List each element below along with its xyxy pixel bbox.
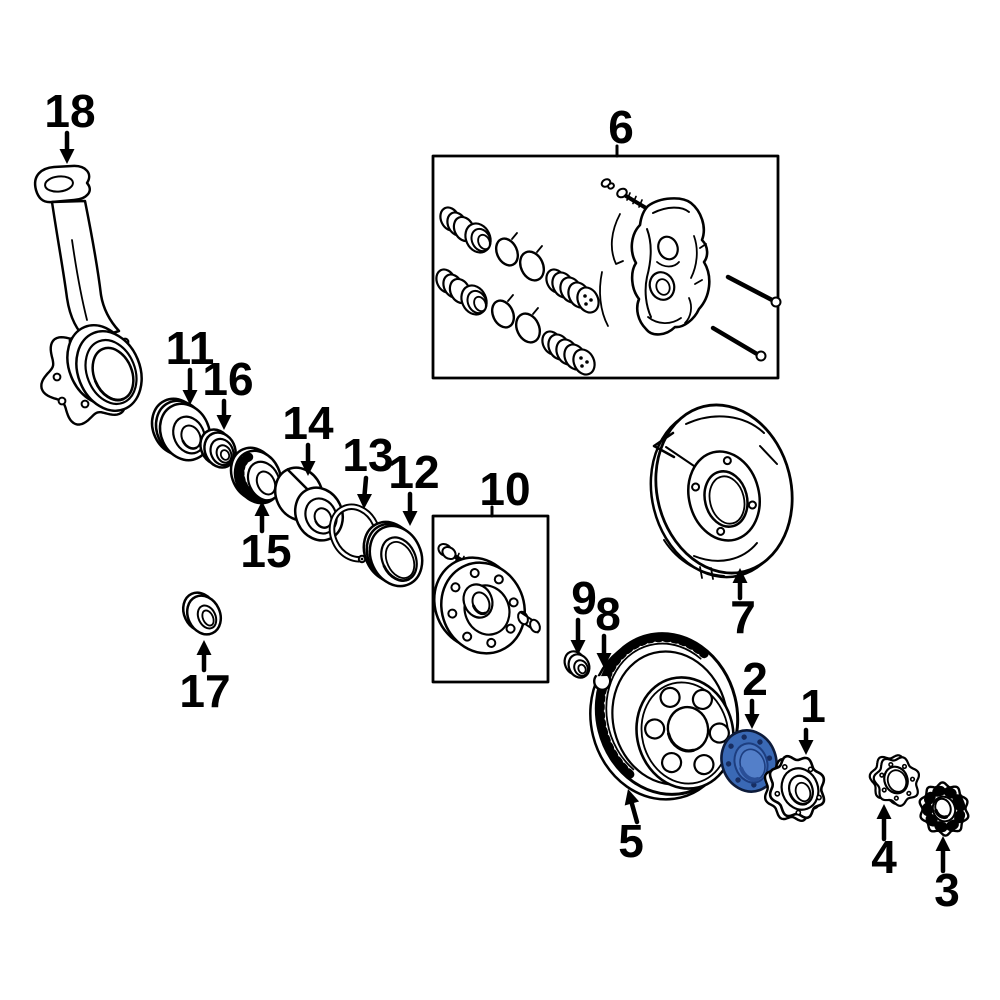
leader-curve-lower xyxy=(599,271,609,327)
callout-4: 4 xyxy=(871,804,897,883)
callout-9: 9 xyxy=(570,572,597,655)
callout-16: 16 xyxy=(202,353,254,430)
callout-6-label: 6 xyxy=(608,101,634,153)
part-6-caliper-kit-box xyxy=(431,154,782,380)
part-11-oil-seal xyxy=(150,397,212,462)
callout-8-label: 8 xyxy=(595,588,621,640)
piston-seal-row xyxy=(439,206,600,314)
callout-15-label: 15 xyxy=(240,525,291,577)
callout-3-label: 3 xyxy=(934,864,960,916)
callout-5: 5 xyxy=(618,789,644,867)
shield-notch xyxy=(652,431,676,459)
callout-14: 14 xyxy=(282,397,334,476)
hub-stud xyxy=(517,610,541,634)
callout-10-label: 10 xyxy=(479,463,530,515)
callout-13: 13 xyxy=(342,429,394,509)
part-12-seal-ring xyxy=(362,520,424,588)
hub-body xyxy=(433,556,526,655)
callout-12: 12 xyxy=(388,446,440,526)
part-8-snap-ring-small xyxy=(593,674,612,691)
callout-8: 8 xyxy=(595,588,621,668)
part-7-splash-shield xyxy=(649,403,794,580)
part-3-lock-washer xyxy=(918,781,970,837)
callout-11-label: 11 xyxy=(166,322,215,374)
callout-13-label: 13 xyxy=(342,429,393,481)
callout-9-label: 9 xyxy=(571,572,597,624)
callout-2: 2 xyxy=(742,653,768,729)
washer-slots xyxy=(922,785,966,833)
part-9-grease-cap xyxy=(563,650,591,679)
callout-12-label: 12 xyxy=(388,446,439,498)
part-5-brake-rotor xyxy=(589,632,740,801)
callout-14-label: 14 xyxy=(282,397,334,449)
callout-4-label: 4 xyxy=(871,831,897,883)
hub-bolt-holes xyxy=(447,568,519,648)
part-2-gasket-highlighted xyxy=(720,729,778,793)
callout-7: 7 xyxy=(730,568,756,643)
caliper-body xyxy=(630,197,711,336)
callout-2-label: 2 xyxy=(742,653,768,705)
rotor-bolt-holes xyxy=(644,686,730,776)
callout-10: 10 xyxy=(479,463,531,518)
part-4-gasket xyxy=(868,754,920,807)
part-10-hub-box xyxy=(431,514,550,684)
callout-17-label: 17 xyxy=(179,665,230,717)
leader-curve-upper xyxy=(610,213,624,265)
callout-1: 1 xyxy=(798,680,826,755)
part-16-bearing-race xyxy=(199,428,237,469)
callout-18-label: 18 xyxy=(44,85,95,137)
callout-6: 6 xyxy=(608,101,634,158)
cap-notch-holes xyxy=(774,764,822,816)
part-18-steering-knuckle xyxy=(33,164,143,426)
part-17-seal-small xyxy=(181,591,223,636)
callout-5-label: 5 xyxy=(618,815,644,867)
callout-11: 11 xyxy=(166,322,215,405)
bleeder-screw xyxy=(600,178,654,214)
rotor-rim-ticks xyxy=(595,633,709,779)
part-15-tapered-bearing xyxy=(229,446,283,505)
callout-7-label: 7 xyxy=(730,591,756,643)
part-1-drive-flange-cap xyxy=(763,754,826,822)
shield-bolt-holes xyxy=(691,456,757,536)
callout-17: 17 xyxy=(179,640,231,717)
callout-18: 18 xyxy=(44,85,96,164)
callout-3: 3 xyxy=(934,836,960,916)
callout-16-label: 16 xyxy=(202,353,253,405)
callout-15: 15 xyxy=(240,501,292,577)
callout-1-label: 1 xyxy=(800,680,826,732)
caliper-slide-pins xyxy=(710,274,782,362)
